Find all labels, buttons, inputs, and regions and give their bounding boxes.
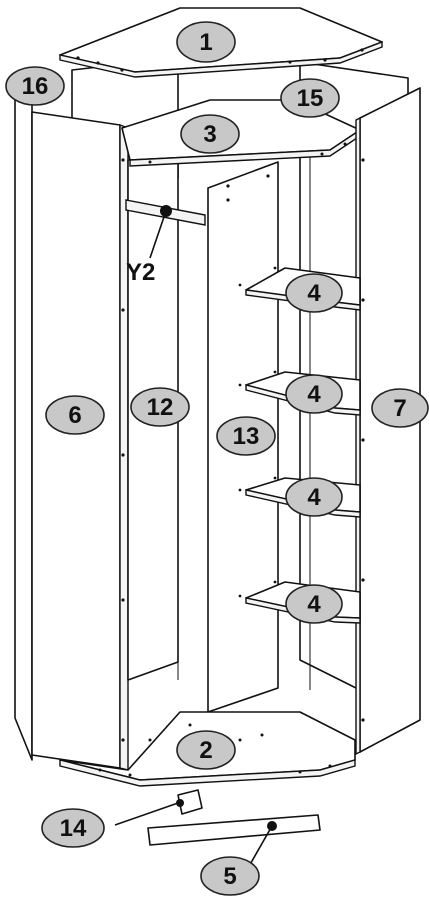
svg-text:4: 4 bbox=[307, 484, 321, 511]
svg-text:4: 4 bbox=[307, 591, 321, 618]
middle-shelf-holes bbox=[148, 142, 347, 164]
callout-back-left: 16 bbox=[5, 66, 65, 106]
rail-label: Y2 bbox=[126, 259, 155, 286]
rail-leader-line bbox=[149, 210, 167, 259]
right-side-holes bbox=[361, 158, 365, 722]
svg-text:7: 7 bbox=[393, 395, 406, 422]
plinth-leader-line bbox=[247, 825, 273, 869]
callout-plinth: 5 bbox=[200, 856, 260, 896]
callout-top: 1 bbox=[176, 21, 236, 63]
callout-left-side: 6 bbox=[45, 395, 105, 435]
callout-shelf-1: 4 bbox=[285, 273, 343, 313]
callout-shelf-3: 4 bbox=[285, 477, 343, 517]
svg-text:4: 4 bbox=[307, 280, 321, 307]
right-side-edge bbox=[355, 116, 361, 756]
svg-text:16: 16 bbox=[22, 73, 49, 100]
svg-text:5: 5 bbox=[223, 863, 236, 890]
callout-connector: 14 bbox=[41, 808, 105, 848]
callout-shelf-2: 4 bbox=[285, 374, 343, 414]
plinth-panel bbox=[147, 814, 321, 846]
top-panel-edge bbox=[59, 40, 383, 78]
svg-text:15: 15 bbox=[297, 85, 324, 112]
svg-text:2: 2 bbox=[199, 737, 212, 764]
callout-right-side: 7 bbox=[371, 388, 429, 428]
svg-text:6: 6 bbox=[68, 402, 81, 429]
callout-shelf-4: 4 bbox=[285, 584, 343, 624]
top-panel-holes bbox=[76, 48, 364, 72]
bottom-panel-edge bbox=[59, 759, 356, 787]
svg-text:1: 1 bbox=[199, 29, 212, 56]
callout-middle-shelf: 3 bbox=[180, 114, 240, 154]
callout-inner-divider: 13 bbox=[216, 416, 276, 456]
divider-holes bbox=[226, 174, 270, 202]
connector-hole bbox=[176, 799, 184, 807]
left-door-holes bbox=[121, 158, 125, 742]
svg-text:3: 3 bbox=[203, 121, 216, 148]
bottom-panel-holes bbox=[73, 723, 332, 777]
left-side-panel bbox=[14, 91, 33, 761]
connector-leader-line bbox=[114, 802, 179, 826]
shelf-pin-holes bbox=[238, 266, 277, 598]
left-door-panel bbox=[31, 111, 121, 769]
svg-text:13: 13 bbox=[233, 423, 260, 450]
callout-back-right: 15 bbox=[280, 78, 340, 118]
callout-inner-left: 12 bbox=[130, 387, 190, 427]
callout-bottom: 2 bbox=[176, 730, 236, 770]
svg-text:14: 14 bbox=[60, 815, 87, 842]
left-door-edge bbox=[119, 123, 129, 771]
svg-text:12: 12 bbox=[147, 394, 174, 421]
connector-block bbox=[177, 789, 203, 815]
svg-text:4: 4 bbox=[307, 381, 321, 408]
